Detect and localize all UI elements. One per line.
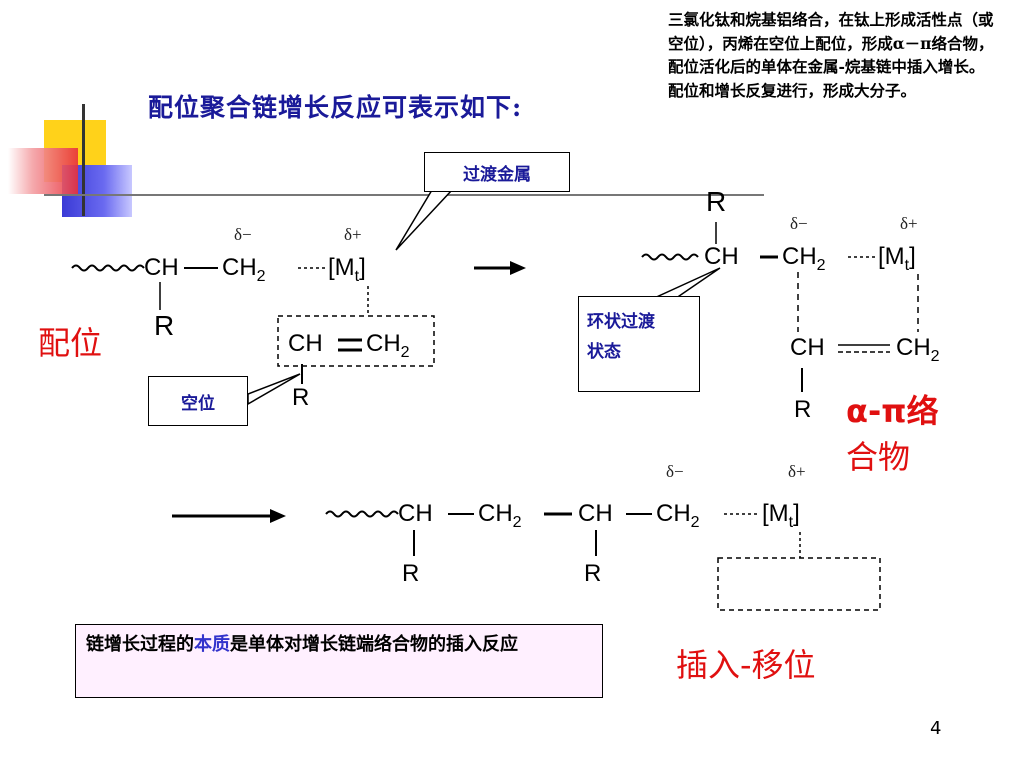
arrow-1-head bbox=[510, 261, 526, 275]
callout-pointer-metal bbox=[395, 189, 454, 251]
header-rule bbox=[44, 194, 764, 196]
label-coordination: 配位 bbox=[38, 324, 103, 362]
logo-square-red bbox=[8, 148, 78, 194]
label-alpha-pi-complex: α-π络 合物 bbox=[846, 388, 939, 480]
ch2-3b: CH2 bbox=[656, 500, 700, 531]
ch2-1: CH2 bbox=[222, 254, 266, 285]
metal-center-3: [Mt] bbox=[762, 500, 800, 531]
complex-ch: CH bbox=[790, 334, 825, 361]
callout-ring-transition: 环状过渡 状态 bbox=[578, 296, 700, 392]
slide-title: 配位聚合链增长反应可表示如下: bbox=[148, 93, 523, 122]
metal-center-1: [Mt] bbox=[328, 254, 366, 285]
summary-highlight: 本质 bbox=[194, 634, 230, 655]
ch-1: CH bbox=[144, 254, 179, 281]
polymer-chain-wave-1 bbox=[71, 264, 145, 272]
monomer-ch2: CH2 bbox=[366, 330, 410, 361]
callout-ring-line1: 环状过渡 bbox=[587, 312, 655, 332]
r-group-2-top: R bbox=[706, 186, 727, 217]
explanation-note: 三氯化钛和烷基铝络合，在钛上形成活性点（或空位），丙烯在空位上配位，形成α－π络… bbox=[668, 10, 994, 100]
summary-box: 链增长过程的本质是单体对增长链端络合物的插入反应 bbox=[75, 624, 603, 698]
dashed-box-vacancy bbox=[717, 557, 881, 611]
label-alpha-pi-line2: 合物 bbox=[846, 438, 911, 476]
summary-text-2: 是单体对增长链端络合物的插入反应 bbox=[230, 634, 518, 655]
r-group-1: R bbox=[154, 310, 175, 341]
delta-plus-2: δ+ bbox=[900, 214, 918, 233]
dashed-box-monomer bbox=[277, 315, 435, 367]
arrow-2-head bbox=[270, 509, 286, 523]
complex-ch2: CH2 bbox=[896, 334, 940, 365]
monomer-r: R bbox=[292, 384, 310, 411]
ch-3a: CH bbox=[398, 500, 433, 527]
delta-plus-3: δ+ bbox=[788, 462, 806, 481]
callout-vacancy: 空位 bbox=[148, 376, 248, 426]
polymer-chain-wave-2 bbox=[641, 253, 699, 261]
ch2-2: CH2 bbox=[782, 243, 826, 274]
complex-r: R bbox=[794, 396, 812, 423]
ch-2: CH bbox=[704, 243, 739, 270]
page-number: 4 bbox=[930, 718, 942, 739]
logo-vertical-line bbox=[82, 104, 85, 216]
metal-center-2: [Mt] bbox=[878, 243, 916, 274]
delta-minus-2: δ− bbox=[790, 214, 808, 233]
summary-text-1: 链增长过程的 bbox=[86, 634, 194, 655]
monomer-ch: CH bbox=[288, 330, 323, 357]
callout-ring-line2: 状态 bbox=[587, 342, 621, 362]
callout-pointer-vacancy bbox=[247, 373, 301, 406]
ch2-3a: CH2 bbox=[478, 500, 522, 531]
label-alpha-pi-line1: α-π络 bbox=[846, 392, 939, 430]
label-insertion-migration: 插入-移位 bbox=[676, 646, 816, 684]
polymer-chain-wave-3 bbox=[325, 510, 399, 518]
r-group-3a: R bbox=[402, 560, 420, 587]
delta-minus-1: δ− bbox=[234, 225, 252, 244]
ch-3b: CH bbox=[578, 500, 613, 527]
r-group-3b: R bbox=[584, 560, 602, 587]
delta-minus-3: δ− bbox=[666, 462, 684, 481]
callout-transition-metal: 过渡金属 bbox=[424, 152, 570, 192]
delta-plus-1: δ+ bbox=[344, 225, 362, 244]
